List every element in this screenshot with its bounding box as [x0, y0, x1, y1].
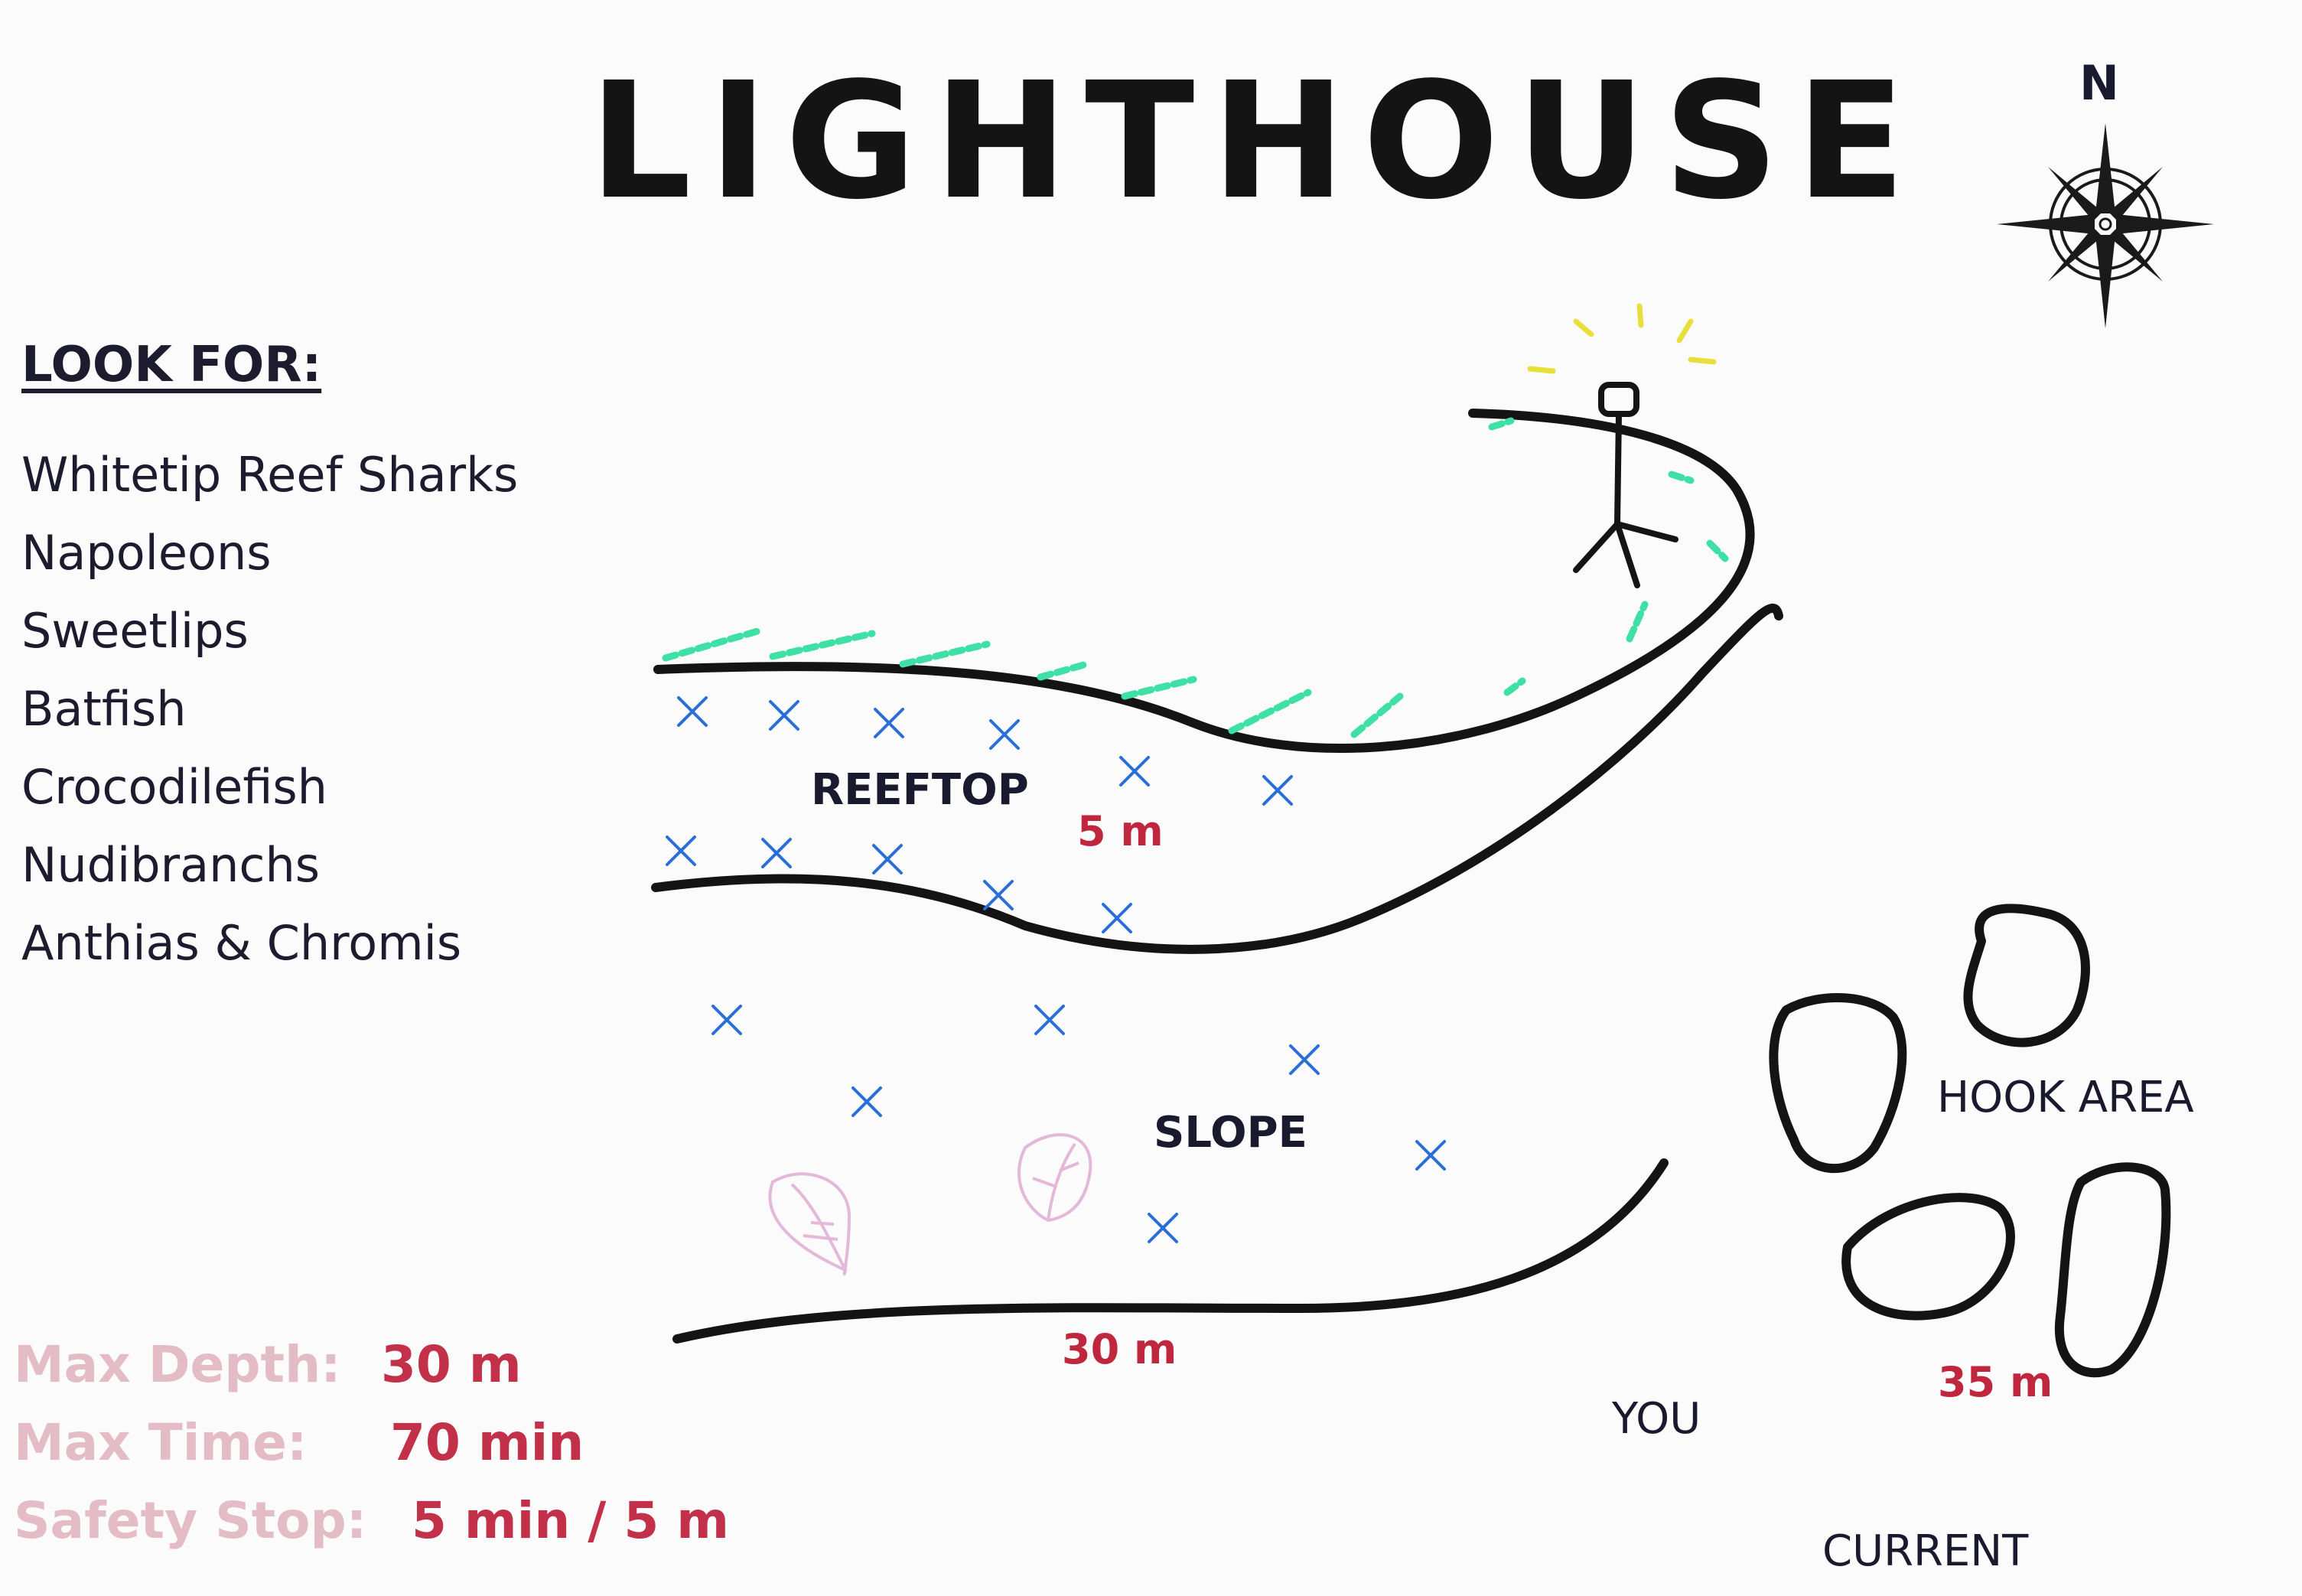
- lighthouse-figure-icon: [1527, 303, 1717, 588]
- list-item: Nudibranchs: [21, 837, 321, 893]
- hook-area-label: HOOK AREA: [1937, 1073, 2194, 1122]
- coral-x-icon: [874, 708, 904, 738]
- you-marker-label: YOU: [1612, 1394, 1701, 1444]
- slope-label: SLOPE: [1154, 1108, 1307, 1158]
- seagrass-marks: [662, 417, 1729, 738]
- coral-x-icon: [769, 700, 799, 731]
- coral-x-icon: [1148, 1213, 1178, 1243]
- coral-x-icon: [711, 1005, 742, 1035]
- coral-x-icon: [1119, 756, 1150, 787]
- coral-x-icon: [983, 880, 1014, 910]
- reeftop-label: REEFTOP: [811, 765, 1029, 815]
- list-item: Anthias & Chromis: [21, 915, 462, 971]
- reeftop-upper-edge: [653, 409, 1755, 754]
- coral-x-icon: [1102, 903, 1132, 933]
- slope-bottom-edge: [672, 1158, 1669, 1344]
- coral-x-icon: [1415, 1140, 1446, 1171]
- north-label: N: [2079, 55, 2119, 111]
- list-item: Sweetlips: [21, 603, 249, 659]
- hook-rock-4: [2054, 1162, 2171, 1378]
- max-time-value: 70 min: [390, 1413, 584, 1472]
- slope-depth-label: 30 m: [1062, 1325, 1177, 1373]
- list-item: Batfish: [21, 681, 187, 737]
- hook-rock-2: [1769, 993, 1907, 1174]
- list-item: Crocodilefish: [21, 759, 327, 815]
- safety-stop-value: 5 min / 5 m: [412, 1491, 730, 1550]
- reeftop-lower-edge: [651, 604, 1783, 954]
- coral-x-icon: [1262, 775, 1293, 806]
- coral-x-icon: [1289, 1044, 1320, 1075]
- coral-x-icon: [851, 1086, 882, 1117]
- sea-fan-icon: [768, 1133, 1092, 1276]
- coral-x-icon: [872, 844, 903, 875]
- map-title: LIGHTHOUSE: [589, 47, 1923, 235]
- compass-rose-icon: [1997, 123, 2214, 328]
- coral-x-icon: [677, 696, 708, 727]
- max-depth-label: Max Depth:: [14, 1335, 341, 1394]
- hook-rock-1: [1963, 904, 2090, 1047]
- list-item: Napoleons: [21, 525, 272, 581]
- safety-stop-label: Safety Stop:: [14, 1491, 367, 1550]
- hook-depth-label: 35 m: [1938, 1358, 2053, 1406]
- coral-x-icon: [666, 835, 696, 866]
- look-for-heading: LOOK FOR:: [21, 337, 322, 393]
- hook-rock-3: [1841, 1193, 2015, 1321]
- reeftop-depth-label: 5 m: [1077, 807, 1164, 855]
- list-item: Whitetip Reef Sharks: [21, 447, 519, 503]
- coral-x-icon: [1034, 1005, 1065, 1035]
- max-time-label: Max Time:: [14, 1413, 308, 1472]
- max-depth-value: 30 m: [381, 1335, 522, 1394]
- coral-x-icon: [989, 719, 1020, 750]
- look-for-list: Whitetip Reef Sharks Napoleons Sweetlips…: [21, 436, 518, 982]
- coral-x-icon: [761, 838, 792, 868]
- current-label: CURRENT: [1822, 1526, 2029, 1576]
